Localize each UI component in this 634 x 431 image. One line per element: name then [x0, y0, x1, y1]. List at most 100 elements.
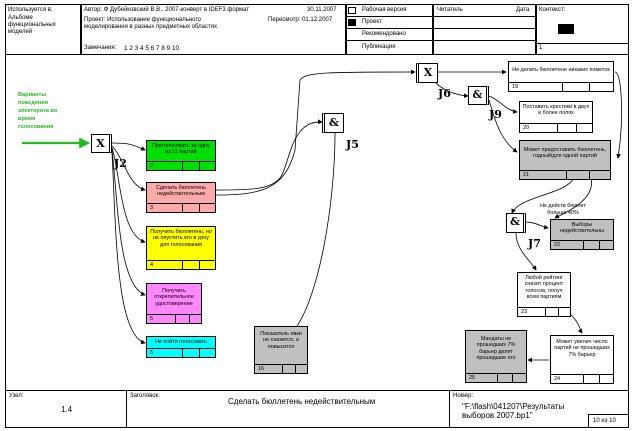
uob-24-text: Может увелич число партий не прошедших 7… — [554, 339, 610, 358]
uob-2-text: Проголосовать за одну из 11 партий — [152, 143, 210, 156]
uob-20[interactable]: Поставить крестики в двух и более полях … — [519, 101, 593, 133]
uob-16-number-row: 16 — [255, 364, 307, 373]
author-line: Автор: Ф Дубейковский В.В., 2007-конверт… — [84, 7, 250, 13]
header-divider-2 — [345, 4, 347, 55]
uob-19-number: 19 — [512, 84, 519, 90]
junction-j9-label: J9 — [489, 108, 502, 121]
uob-19[interactable]: Не делать бюллетене никаких пометок 19 — [508, 61, 614, 92]
uob-4-number-row: 4 — [147, 260, 215, 269]
uob-6-number-row: 6 — [147, 348, 215, 357]
uob-4-text: Получить бюллетень, но не опустить его в… — [150, 229, 212, 248]
junction-j7-label: J7 — [528, 237, 541, 250]
footer-divider-1 — [126, 390, 127, 428]
junction-j9-symbol: & — [472, 88, 483, 101]
uob-3-number-row: 3 — [147, 203, 215, 212]
uob-6[interactable]: Не пойти голосовать 6 — [146, 336, 216, 358]
uob-23-number: 23 — [521, 309, 528, 315]
context-thumbnail — [558, 24, 574, 34]
header-hline-4 — [535, 43, 629, 44]
status-recommended: Рекомендовано — [362, 31, 406, 37]
uob-2-number-row: 2 — [147, 161, 215, 170]
status-published: Публикация — [362, 44, 396, 50]
condition-note-40: Не действ бюллет больше 40% — [540, 203, 586, 216]
title-label: Заголовок: — [130, 393, 160, 399]
uob-4[interactable]: Получить бюллетень, но не опустить его в… — [146, 226, 216, 270]
uob-22-text: Выборы недействительны — [559, 222, 605, 235]
uob-22[interactable]: Выборы недействительны 22 — [550, 219, 614, 250]
footer-page-box — [588, 414, 629, 428]
notes-label: Замечания: — [84, 45, 117, 51]
header-date: 30.11.2007 — [307, 7, 337, 13]
junction-j2-label: J2 — [114, 157, 127, 170]
uob-25-text: Мандаты не прошедших 7% барьер делят про… — [476, 336, 516, 361]
reader-label: Читатель — [437, 7, 463, 13]
status-project: Проект — [362, 19, 382, 25]
used-in-label: Используется в: — [8, 7, 53, 13]
revision: Пересмотр: 01.12.2007 — [268, 17, 333, 23]
uob-5-text: Получить открепительное удостоверение — [154, 288, 194, 307]
uob-24-number-row: 24 — [551, 374, 613, 383]
junction-j6: X — [416, 63, 438, 83]
uob-21-text: Может предоставить бюллетень, годный/для… — [523, 147, 607, 160]
uob-6-text: Не пойти голосовать — [155, 339, 207, 345]
uob-4-number: 4 — [150, 262, 154, 268]
uob-21-number-row: 21 — [520, 170, 610, 179]
junction-j6-label: J6 — [438, 87, 451, 100]
uob-21-number: 21 — [523, 172, 530, 178]
status-project-marker — [348, 19, 356, 26]
uob-19-text: Не делать бюллетене никаких пометок — [512, 67, 610, 73]
uob-2-number: 2 — [150, 163, 154, 169]
number-label: Номер: — [453, 393, 474, 399]
footer-divider-2 — [449, 390, 450, 428]
junction-j5-symbol: & — [329, 116, 339, 129]
junction-j7-symbol: & — [510, 215, 520, 228]
diagram-title: Сделать бюллетень недействительным — [228, 397, 376, 406]
header-hline-3 — [345, 40, 535, 41]
uob-3-text: Сделать бюллетень недействительным — [156, 185, 206, 198]
used-in-value: Альбоме функциональных моделей — [8, 15, 56, 35]
uob-23-number-row: 23 — [518, 307, 570, 316]
uob-23[interactable]: Любой рейтинг снизит процент голосов, по… — [517, 272, 571, 317]
uob-16-number: 16 — [258, 366, 265, 372]
header-hline-1 — [345, 16, 535, 17]
notes-numbers: 1 2 3 4 5 6 7 8 9 10 — [124, 45, 180, 52]
uob-22-number-row: 22 — [551, 240, 613, 249]
status-working: Рабочая версия — [362, 7, 407, 13]
header-hline-2 — [345, 28, 535, 29]
uob-20-text: Поставить крестики в двух и более полях — [522, 104, 590, 117]
uob-25[interactable]: Мандаты не прошедших 7% барьер делят про… — [465, 330, 527, 383]
uob-24-number: 24 — [554, 376, 561, 382]
junction-j9: & — [468, 86, 489, 105]
node-value: 1.4 — [61, 405, 73, 414]
uob-5-number: 5 — [150, 316, 154, 322]
junction-j5: & — [322, 113, 344, 133]
junction-j2: X — [91, 134, 112, 153]
junction-j2-symbol: X — [96, 137, 105, 150]
uob-3-number: 3 — [150, 205, 154, 211]
uob-19-number-row: 19 — [509, 82, 613, 91]
page-number: 10 из 10 — [593, 418, 616, 424]
uob-25-number: 25 — [469, 375, 476, 381]
uob-5-number-row: 5 — [147, 314, 201, 323]
uob-5[interactable]: Получить открепительное удостоверение 5 — [146, 283, 202, 324]
uob-24[interactable]: Может увелич число партий не прошедших 7… — [550, 335, 614, 384]
header-divider-3 — [432, 4, 434, 55]
uob-2[interactable]: Проголосовать за одну из 11 партий 2 — [146, 140, 216, 171]
reader-date: Дата — [516, 7, 530, 13]
uob-20-number-row: 20 — [520, 123, 592, 132]
uob-3[interactable]: Сделать бюллетень недействительным 3 — [146, 182, 216, 213]
header-frame — [5, 4, 629, 55]
uob-20-number: 20 — [523, 125, 530, 131]
diagram-frame — [5, 55, 629, 390]
status-working-marker — [348, 7, 356, 14]
uob-25-number-row: 25 — [466, 373, 526, 382]
uob-16[interactable]: Показатель явки не снизится, а повысится… — [254, 326, 308, 374]
junction-j7: & — [506, 213, 526, 233]
project-line: Проект: Использование функционального мо… — [84, 17, 217, 30]
uob-21[interactable]: Может предоставить бюллетень, годный/для… — [519, 140, 611, 180]
header-divider-4 — [535, 4, 537, 55]
context-label: Контекст: — [539, 7, 566, 13]
diagram-number: "F:\flash\041207\Результаты выборов 2007… — [462, 402, 565, 420]
uob-16-text: Показатель явки не снизится, а повысится — [260, 331, 302, 350]
